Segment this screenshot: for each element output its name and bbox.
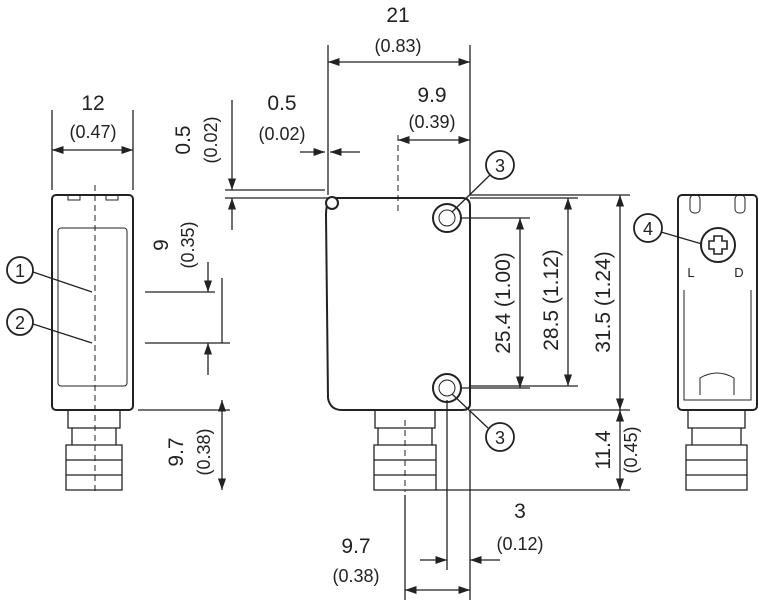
svg-text:0.5: 0.5 bbox=[172, 125, 195, 154]
svg-text:(0.83): (0.83) bbox=[374, 36, 421, 56]
callout-4: 4 bbox=[633, 213, 703, 245]
side-view-left: 12 (0.47) bbox=[51, 92, 134, 495]
dim-lens-offset: 9.9 (0.39) bbox=[398, 84, 470, 145]
svg-text:(0.39): (0.39) bbox=[408, 112, 455, 132]
switch-label-l: L bbox=[687, 265, 694, 280]
svg-text:25.4 (1.00): 25.4 (1.00) bbox=[492, 252, 515, 354]
rear-view: L D bbox=[677, 194, 758, 491]
svg-text:21: 21 bbox=[386, 4, 409, 27]
svg-text:9.9: 9.9 bbox=[417, 84, 446, 107]
dim-height-total: 31.5 (1.24) bbox=[470, 194, 630, 411]
dim-hole-spacing: 25.4 (1.00) bbox=[462, 217, 530, 389]
svg-text:(0.12): (0.12) bbox=[496, 534, 543, 554]
svg-text:2: 2 bbox=[15, 313, 25, 333]
svg-text:(0.35): (0.35) bbox=[178, 221, 198, 268]
svg-text:(0.02): (0.02) bbox=[258, 124, 305, 144]
dim-step-horizontal: 0.5 (0.02) bbox=[258, 92, 360, 157]
svg-text:31.5 (1.24): 31.5 (1.24) bbox=[592, 251, 615, 353]
callout-2: 2 bbox=[6, 308, 93, 344]
dim-step-vertical: 0.5 (0.02) bbox=[172, 100, 330, 230]
svg-text:(0.02): (0.02) bbox=[201, 116, 221, 163]
callout-1: 1 bbox=[6, 256, 93, 293]
svg-text:0.5: 0.5 bbox=[267, 92, 296, 115]
dim-hole-offset: 3 (0.12) bbox=[420, 400, 544, 600]
sensitivity-knob bbox=[700, 227, 736, 263]
dim-connector-bottom: 9.7 (0.38) bbox=[332, 495, 470, 600]
dim-connector-height: 11.4 (0.45) bbox=[436, 410, 641, 491]
switch-label-d: D bbox=[734, 265, 743, 280]
callout-3-top: 3 bbox=[451, 150, 515, 213]
svg-text:9: 9 bbox=[150, 239, 173, 251]
svg-text:(0.38): (0.38) bbox=[194, 428, 214, 475]
svg-text:(0.38): (0.38) bbox=[332, 566, 379, 586]
svg-text:1: 1 bbox=[15, 261, 25, 281]
dim-connector-left: 9.7 (0.38) bbox=[138, 400, 230, 490]
svg-text:11.4: 11.4 bbox=[592, 430, 615, 470]
svg-text:(0.45): (0.45) bbox=[621, 426, 641, 473]
svg-text:3: 3 bbox=[495, 156, 505, 176]
dim-width-side-mm: 12 bbox=[81, 92, 104, 115]
svg-text:4: 4 bbox=[643, 219, 653, 239]
dim-width-side-in: (0.47) bbox=[69, 122, 116, 142]
dim-height-inner: 28.5 (1.12) bbox=[470, 197, 578, 387]
front-view bbox=[324, 135, 471, 492]
svg-text:28.5 (1.12): 28.5 (1.12) bbox=[540, 249, 563, 351]
svg-text:3: 3 bbox=[495, 428, 505, 448]
svg-text:9.7: 9.7 bbox=[341, 535, 370, 558]
mounting-hole-top bbox=[432, 203, 462, 233]
callout-3-bottom: 3 bbox=[451, 393, 515, 452]
svg-text:9.7: 9.7 bbox=[165, 437, 188, 466]
dim-optical-axis: 9 (0.35) bbox=[145, 221, 230, 375]
svg-text:3: 3 bbox=[514, 500, 526, 523]
dim-width-total: 21 (0.83) bbox=[327, 4, 471, 195]
